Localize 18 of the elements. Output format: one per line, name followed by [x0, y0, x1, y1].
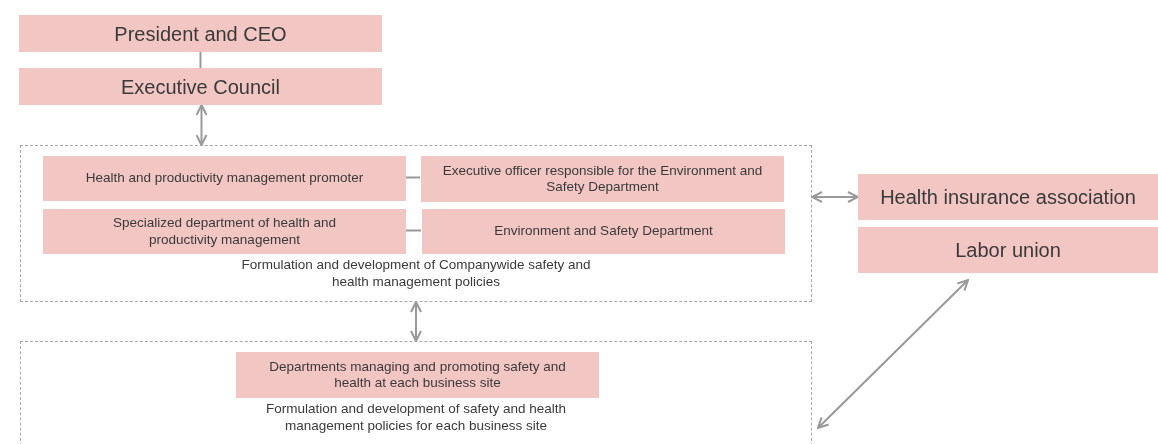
- dashed-group-box: [20, 341, 812, 444]
- org-unit-box: Health insurance association: [858, 174, 1158, 220]
- connector-line: [199, 51, 202, 69]
- org-unit-box: President and CEO: [19, 15, 382, 52]
- org-unit-box: Executive officer responsible for the Environment and Safety Department: [421, 156, 784, 202]
- org-unit-box: Environment and Safety Department: [422, 209, 785, 254]
- policy-note: Formulation and development of safety and health management policies for each business site: [264, 401, 568, 435]
- dashed-group-box: [20, 145, 812, 302]
- double-arrow: [410, 301, 422, 342]
- policy-note: Formulation and development of Companywide safety and health management policies: [240, 257, 592, 291]
- double-arrow: [195, 104, 208, 146]
- org-unit-box: Health and productivity management promoter: [43, 156, 406, 201]
- org-unit-box: Executive Council: [19, 68, 382, 105]
- double-arrow: [817, 279, 969, 429]
- org-unit-box: Departments managing and promoting safety and health at each business site: [236, 352, 599, 398]
- org-unit-box: Specialized department of health and productivity management: [43, 209, 406, 254]
- org-unit-box: Labor union: [858, 227, 1158, 273]
- double-arrow: [811, 191, 859, 203]
